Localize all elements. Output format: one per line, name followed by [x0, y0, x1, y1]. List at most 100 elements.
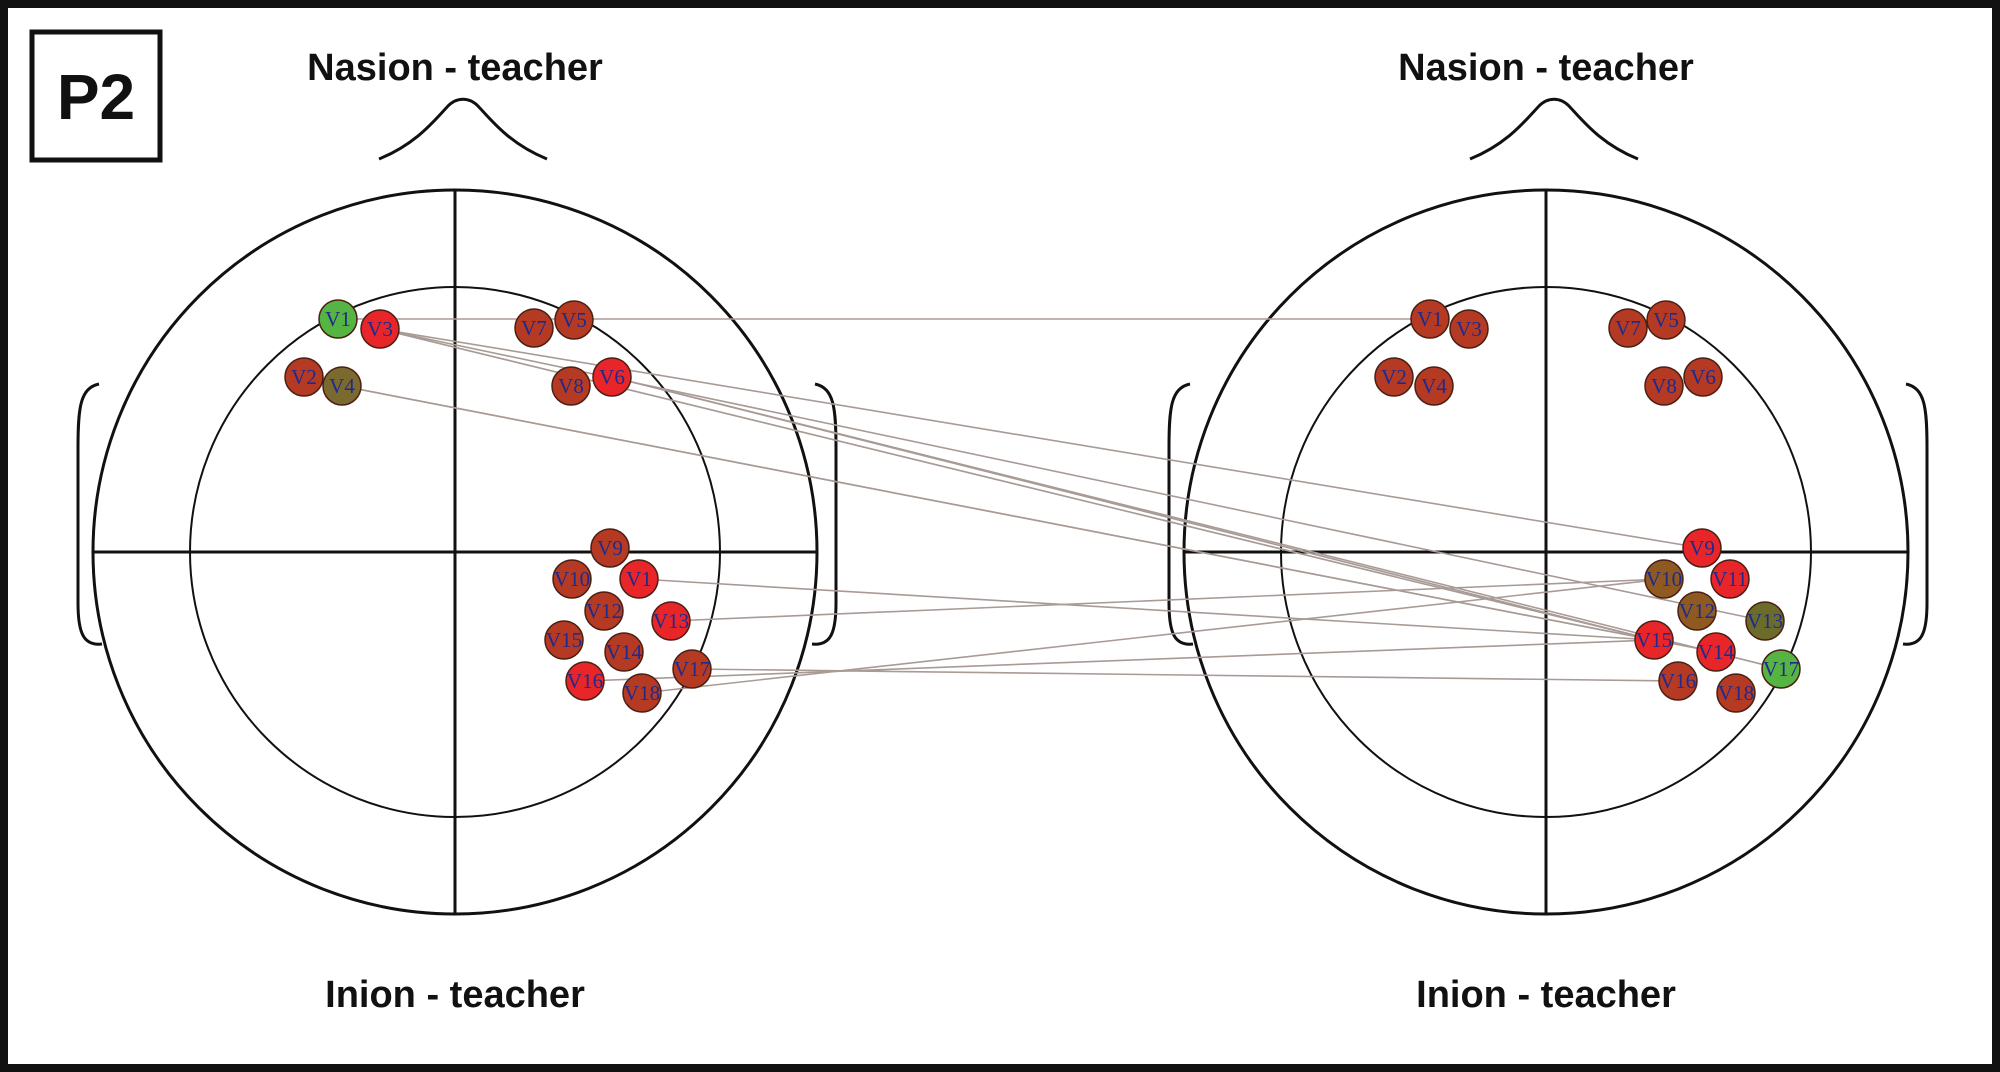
electrode-circle — [552, 559, 592, 599]
connection-line — [641, 578, 1665, 694]
diagram-canvas: P2 Nasion - teacher Inion - teacher Nasi… — [29, 29, 1929, 1016]
electrode-circle — [322, 366, 362, 406]
left-electrode-node: V7 — [514, 308, 554, 348]
left-top-label: Nasion - teacher — [307, 47, 603, 89]
right-electrode-node: V18 — [1716, 673, 1756, 713]
left-electrode-node: V9 — [590, 528, 630, 568]
electrode-circle — [1683, 357, 1723, 397]
electrode-label: V18 — [624, 681, 660, 705]
right-top-label: Nasion - teacher — [1398, 47, 1694, 89]
electrode-label: V5 — [1653, 308, 1679, 332]
electrode-label: V4 — [329, 374, 355, 398]
panel-label-box: P2 — [29, 29, 163, 163]
electrode-label: V12 — [1679, 599, 1715, 623]
right-electrode-node: V15 — [1634, 620, 1674, 660]
electrode-label: V17 — [674, 657, 710, 681]
electrode-label: V2 — [1381, 365, 1407, 389]
left-electrode-node: V5 — [554, 300, 594, 340]
electrode-label: V13 — [653, 609, 689, 633]
electrode-circle — [1682, 528, 1722, 568]
electrode-circle — [619, 559, 659, 599]
left-ear-left — [76, 382, 103, 646]
connection-line — [341, 385, 1655, 641]
left-head: Nasion - teacher Inion - teacher — [76, 47, 838, 1016]
right-electrode-node: V10 — [1644, 559, 1684, 599]
electrode-label: V7 — [1615, 316, 1641, 340]
connection-line — [638, 578, 1655, 641]
electrode-label: V14 — [606, 640, 643, 664]
electrode-label: V16 — [567, 669, 603, 693]
right-electrode-node: V1 — [1410, 299, 1450, 339]
electrode-label: V15 — [546, 628, 582, 652]
electrode-label: V10 — [1646, 567, 1682, 591]
electrode-circle — [1716, 673, 1756, 713]
left-electrode-node: V4 — [322, 366, 362, 406]
electrode-circle — [1696, 632, 1736, 672]
electrode-circle — [1745, 601, 1785, 641]
right-electrode-node: V11 — [1710, 559, 1750, 599]
right-electrode-node: V16 — [1658, 661, 1698, 701]
electrode-label: V5 — [561, 308, 587, 332]
electrode-circle — [514, 308, 554, 348]
connection-lines — [338, 318, 1782, 694]
left-bottom-label: Inion - teacher — [325, 974, 585, 1016]
connection-line — [670, 578, 1665, 622]
electrode-circle — [1449, 309, 1489, 349]
electrode-circle — [1608, 308, 1648, 348]
electrode-circle — [1646, 300, 1686, 340]
left-electrode-node: V2 — [284, 357, 324, 397]
electrode-circle — [1644, 366, 1684, 406]
right-electrode-node: V9 — [1682, 528, 1722, 568]
electrode-circle — [318, 299, 358, 339]
electrode-circle — [1710, 559, 1750, 599]
electrode-circle — [1761, 649, 1801, 689]
electrode-label: V18 — [1718, 681, 1754, 705]
left-electrode-node: V18 — [622, 673, 662, 713]
connection-line — [379, 328, 1703, 549]
left-electrode-node: V3 — [360, 309, 400, 349]
electrode-circle — [565, 661, 605, 701]
electrode-label: V2 — [291, 365, 317, 389]
electrode-circle — [1414, 366, 1454, 406]
left-electrode-node: V16 — [565, 661, 605, 701]
right-electrode-node: V8 — [1644, 366, 1684, 406]
electrode-label: V3 — [1456, 317, 1482, 341]
left-electrode-node: V13 — [651, 601, 691, 641]
left-ear-right — [811, 382, 838, 646]
electrode-label: V15 — [1636, 628, 1672, 652]
electrode-label: V4 — [1421, 374, 1447, 398]
electrode-label: V1 — [626, 567, 652, 591]
electrode-label: V10 — [554, 567, 590, 591]
electrode-label: V7 — [521, 316, 547, 340]
electrode-circle — [590, 528, 630, 568]
right-bottom-label: Inion - teacher — [1416, 974, 1676, 1016]
electrode-circle — [622, 673, 662, 713]
electrode-label: V12 — [586, 599, 622, 623]
connection-line — [611, 376, 1655, 641]
electrode-circle — [1374, 357, 1414, 397]
electrode-circle — [554, 300, 594, 340]
left-electrode-node: V12 — [584, 591, 624, 631]
right-electrode-node: V5 — [1646, 300, 1686, 340]
electrode-circle — [672, 649, 712, 689]
electrode-label: V6 — [1690, 365, 1716, 389]
electrode-circle — [1634, 620, 1674, 660]
panel-label: P2 — [57, 61, 135, 133]
electrode-label: V9 — [597, 536, 623, 560]
electrode-label: V9 — [1689, 536, 1715, 560]
electrode-circle — [544, 620, 584, 660]
left-electrode-node: V17 — [672, 649, 712, 689]
electrode-label: V14 — [1698, 640, 1735, 664]
electrode-circle — [1658, 661, 1698, 701]
right-electrode-node: V3 — [1449, 309, 1489, 349]
left-electrode-node: V8 — [551, 366, 591, 406]
electrode-circle — [1677, 591, 1717, 631]
electrode-label: V8 — [558, 374, 584, 398]
right-ear-left — [1167, 382, 1194, 646]
electrode-label: V3 — [367, 317, 393, 341]
electrode-circle — [360, 309, 400, 349]
left-electrode-node: V15 — [544, 620, 584, 660]
electrode-circle — [1644, 559, 1684, 599]
electrode-label: V8 — [1651, 374, 1677, 398]
